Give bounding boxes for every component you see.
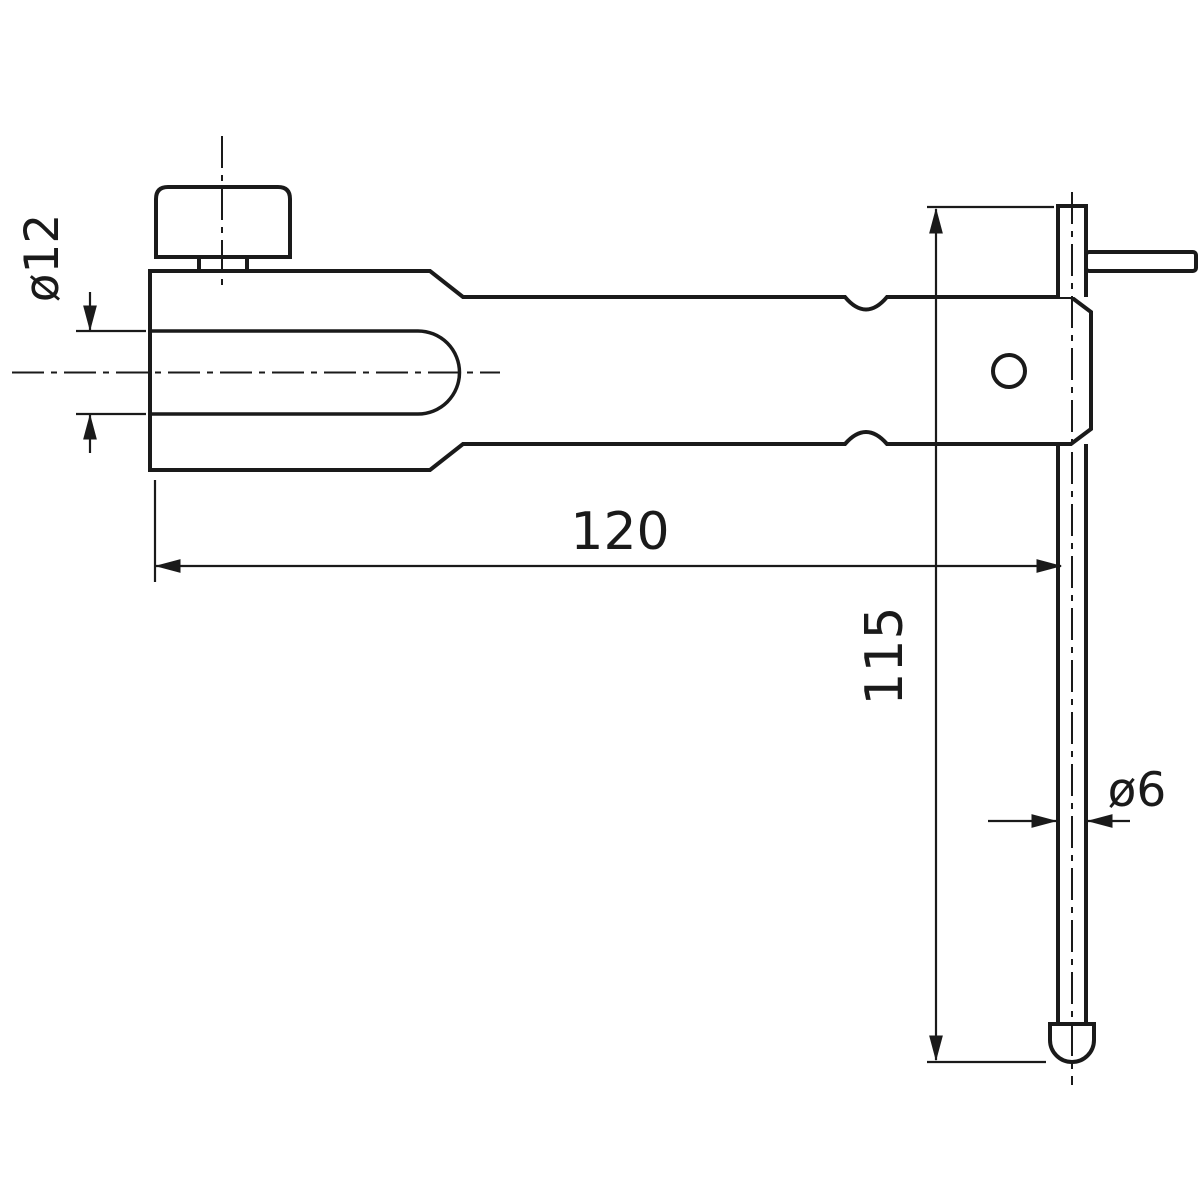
- dim-label-shank-length: 120: [570, 502, 669, 562]
- centerline-group: [12, 136, 1073, 1085]
- dim-label-probe-length: 115: [855, 606, 915, 705]
- dim-label-shank-diameter: ø12: [15, 214, 70, 303]
- clamp-knob-outline: [154, 185, 292, 259]
- pivot-hole: [991, 353, 1027, 389]
- lever-pin: [1084, 250, 1198, 273]
- dimension-group: ø12 120 115 ø6: [15, 205, 1167, 1064]
- knob-neck: [197, 257, 249, 271]
- part-outline-group: [148, 185, 1198, 1064]
- probe-rod-lower: [1056, 444, 1088, 1024]
- dim-label-probe-tip-diameter: ø6: [1108, 763, 1167, 818]
- body-outline: [148, 269, 1093, 472]
